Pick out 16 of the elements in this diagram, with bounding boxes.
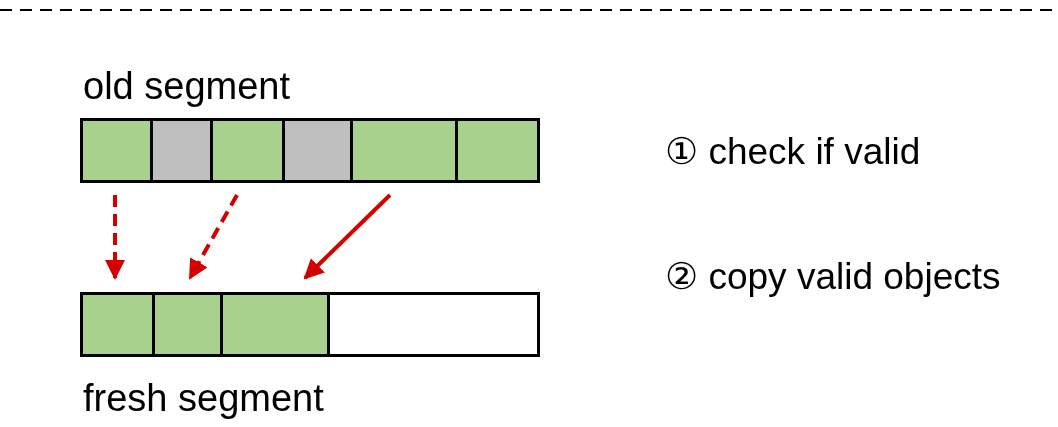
object-slot [210,118,285,183]
arrow [105,195,125,280]
segment-label: fresh segment [83,377,324,420]
object-slot [282,118,353,183]
object-slot [220,292,330,357]
step-text: ② copy valid objects [665,255,1001,298]
arrow [188,194,239,280]
object-slot [150,118,213,183]
object-slot [80,118,153,183]
object-slot [455,118,540,183]
step-text: ① check if valid [665,130,921,173]
segment-label: old segment [83,65,290,108]
arrow [303,193,392,280]
object-slot [152,292,223,357]
object-slot [350,118,458,183]
object-slot [80,292,155,357]
